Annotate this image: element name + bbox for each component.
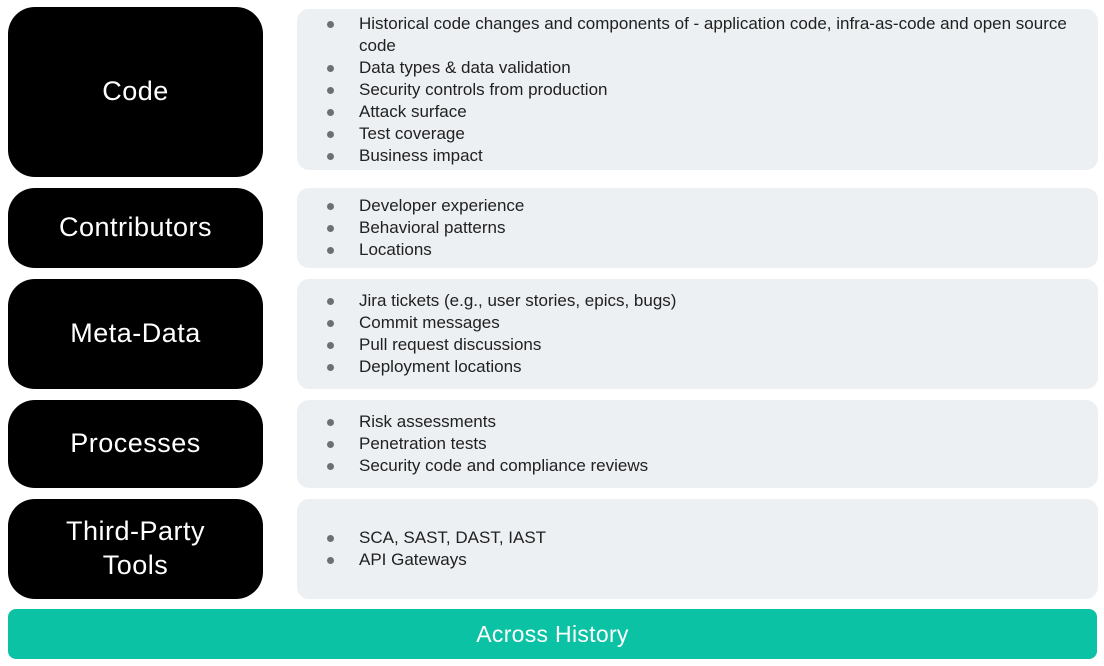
list-item-text: Historical code changes and components o…	[359, 13, 1067, 55]
bullet-icon	[327, 247, 334, 254]
panel-meta-data-items: Jira tickets (e.g., user stories, epics,…	[297, 279, 1098, 389]
panel-contributors-items: Developer experience Behavioral patterns…	[297, 188, 1098, 268]
category-box-meta-data: Meta-Data	[8, 279, 263, 389]
list-item-text: Test coverage	[359, 123, 465, 143]
category-box-code: Code	[8, 7, 263, 177]
category-box-contributors: Contributors	[8, 188, 263, 268]
category-label-code: Code	[102, 76, 169, 107]
list-item-text: Locations	[359, 240, 432, 259]
list-item-text: Data types & data validation	[359, 57, 571, 77]
category-label-processes: Processes	[70, 428, 201, 459]
bullet-icon	[327, 419, 334, 426]
list-item: SCA, SAST, DAST, IAST	[317, 527, 1078, 549]
panel-third-party-tools-items: SCA, SAST, DAST, IAST API Gateways	[297, 499, 1098, 599]
diagram-grid: Code Historical code changes and compone…	[8, 7, 1098, 599]
list-item: Commit messages	[317, 312, 1078, 334]
category-label-contributors: Contributors	[58, 212, 213, 243]
list-item: Behavioral patterns	[317, 217, 1078, 239]
category-label-third-party-tools: Third-Party Tools	[65, 516, 206, 580]
list-item: Test coverage	[317, 123, 1078, 145]
list-item-text: Penetration tests	[359, 434, 487, 453]
list-item: Business impact	[317, 145, 1078, 167]
bullet-icon	[327, 364, 334, 371]
bullet-icon	[327, 203, 334, 210]
bullet-list-processes: Risk assessments Penetration tests Secur…	[317, 411, 1078, 477]
list-item: Risk assessments	[317, 411, 1078, 433]
list-item: Penetration tests	[317, 433, 1078, 455]
list-item-text: Behavioral patterns	[359, 218, 506, 237]
list-item-text: Security code and compliance reviews	[359, 456, 649, 475]
category-box-processes: Processes	[8, 400, 263, 488]
bullet-icon	[327, 130, 334, 138]
list-item-text: Pull request discussions	[359, 335, 542, 354]
list-item-text: Risk assessments	[359, 412, 496, 431]
category-box-third-party-tools: Third-Party Tools	[8, 499, 263, 599]
list-item-text: Security controls from production	[359, 79, 608, 99]
list-item: Jira tickets (e.g., user stories, epics,…	[317, 290, 1078, 312]
bullet-list-code: Historical code changes and components o…	[317, 13, 1078, 167]
list-item: Deployment locations	[317, 356, 1078, 378]
list-item: Developer experience	[317, 195, 1078, 217]
panel-code-items: Historical code changes and components o…	[297, 9, 1098, 170]
bullet-icon	[327, 20, 334, 28]
list-item: Data types & data validation	[317, 57, 1078, 79]
list-item-text: Attack surface	[359, 101, 467, 121]
list-item-text: Business impact	[359, 145, 483, 165]
list-item: Attack surface	[317, 101, 1078, 123]
list-item: Locations	[317, 239, 1078, 261]
panel-processes-items: Risk assessments Penetration tests Secur…	[297, 400, 1098, 488]
list-item: Historical code changes and components o…	[317, 13, 1078, 57]
across-history-label: Across History	[476, 620, 629, 647]
list-item-text: SCA, SAST, DAST, IAST	[359, 528, 547, 547]
bullet-list-third-party-tools: SCA, SAST, DAST, IAST API Gateways	[317, 527, 1078, 571]
list-item: Security code and compliance reviews	[317, 455, 1078, 477]
across-history-bar: Across History	[8, 609, 1097, 659]
list-item-text: Jira tickets (e.g., user stories, epics,…	[359, 291, 677, 310]
bullet-icon	[327, 342, 334, 349]
bullet-list-contributors: Developer experience Behavioral patterns…	[317, 195, 1078, 261]
bullet-icon	[327, 320, 334, 327]
bullet-icon	[327, 64, 334, 72]
bullet-icon	[327, 225, 334, 232]
bullet-icon	[327, 535, 334, 542]
list-item-text: API Gateways	[359, 550, 467, 569]
list-item-text: Deployment locations	[359, 357, 522, 376]
list-item-text: Commit messages	[359, 313, 500, 332]
bullet-icon	[327, 557, 334, 564]
list-item: Pull request discussions	[317, 334, 1078, 356]
category-label-meta-data: Meta-Data	[70, 318, 201, 349]
bullet-icon	[327, 152, 334, 160]
bullet-icon	[327, 298, 334, 305]
list-item-text: Developer experience	[359, 196, 525, 215]
list-item: API Gateways	[317, 549, 1078, 571]
bullet-list-meta-data: Jira tickets (e.g., user stories, epics,…	[317, 290, 1078, 378]
bullet-icon	[327, 108, 334, 116]
list-item: Security controls from production	[317, 79, 1078, 101]
bullet-icon	[327, 441, 334, 448]
bullet-icon	[327, 463, 334, 470]
bullet-icon	[327, 86, 334, 94]
